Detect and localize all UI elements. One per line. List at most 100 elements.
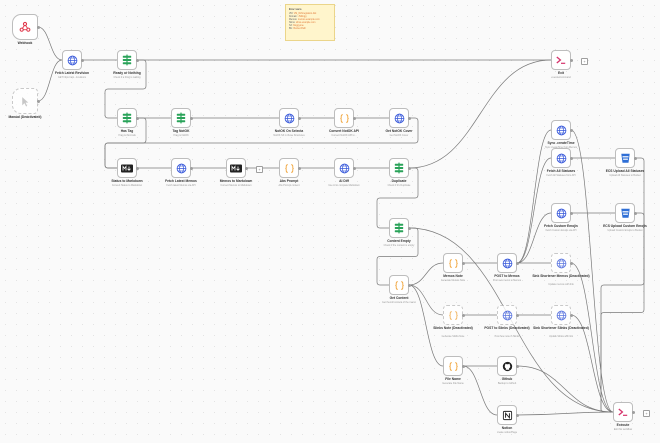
output-handle[interactable]: [407, 283, 411, 287]
output-handle[interactable]: [461, 364, 465, 368]
node-ai-diff[interactable]: [334, 158, 354, 178]
output-handle[interactable]: [135, 58, 139, 62]
node-label: Fetch Latest Revision: [54, 71, 90, 75]
output-handle[interactable]: [297, 166, 301, 170]
globe-icon: [502, 310, 513, 321]
node-fetch-memos[interactable]: [171, 158, 191, 178]
output-handle[interactable]: [569, 211, 573, 215]
output-handle[interactable]: [407, 226, 411, 230]
node-label: ECS Upload Custom Emojis: [603, 224, 647, 228]
output-handle[interactable]: [407, 116, 411, 120]
node-get-content[interactable]: [389, 275, 409, 295]
node-webhook[interactable]: [12, 14, 38, 40]
output-handle[interactable]: [515, 413, 519, 417]
node-subtitle: GET https://api.../revisions: [58, 75, 86, 79]
output-handle[interactable]: [189, 166, 193, 170]
node-tag-notion[interactable]: [171, 108, 191, 128]
env-sticky-note[interactable]: Env vars VM: VM_ID/integration-link Doma…: [285, 4, 335, 41]
globe-icon: [556, 125, 567, 136]
node-label: Get Content: [389, 296, 409, 300]
output-handle[interactable]: [36, 99, 40, 103]
output-handle[interactable]: [297, 116, 301, 120]
node-s3-custom[interactable]: [615, 203, 635, 223]
node-label: Github: [501, 377, 513, 381]
connection-edge: [516, 129, 552, 264]
node-post-slinks[interactable]: [497, 305, 517, 325]
node-label: Sink Shortener Slinks (Deactivated): [533, 326, 589, 330]
node-label: Memos Note: [443, 274, 463, 278]
code-icon: [284, 163, 295, 174]
notion-icon: [502, 410, 513, 421]
node-github[interactable]: [497, 356, 517, 376]
output-handle[interactable]: [36, 25, 40, 29]
globe-icon: [556, 208, 567, 219]
node-subtitle: If tag is #to-book: [118, 133, 136, 137]
add-node-button[interactable]: +: [256, 165, 263, 173]
node-fetch-latest[interactable]: [62, 50, 82, 70]
node-label: Sink Shortener Memos (Deactivated): [532, 274, 590, 278]
output-handle[interactable]: [515, 261, 519, 265]
node-slinks-note[interactable]: [443, 305, 463, 325]
output-handle[interactable]: [569, 58, 573, 62]
output-handle[interactable]: [631, 410, 635, 414]
connection-edge: [516, 157, 552, 264]
node-exit[interactable]: [551, 50, 571, 70]
node-abs-prompt[interactable]: [279, 158, 299, 178]
output-handle[interactable]: [569, 261, 573, 265]
node-notion[interactable]: [497, 405, 517, 425]
sticky-line: BU: Bucket Path: [289, 27, 306, 30]
output-handle[interactable]: [461, 313, 465, 317]
node-sink-memos[interactable]: [551, 253, 571, 273]
node-post-memos[interactable]: [497, 253, 517, 273]
output-handle[interactable]: [352, 116, 356, 120]
node-sync-create[interactable]: [551, 120, 571, 140]
node-subtitle: Get NotOK Cover: [389, 133, 409, 137]
node-content-empty[interactable]: [389, 218, 409, 238]
node-subtitle: executeCommand: [551, 75, 571, 79]
sticky-line: Domain: JSRogg: [289, 15, 307, 18]
output-handle[interactable]: [135, 166, 139, 170]
connection-edge: [516, 212, 552, 264]
output-handle[interactable]: [633, 211, 637, 215]
output-handle[interactable]: [135, 116, 139, 120]
node-memos-md[interactable]: [226, 158, 246, 178]
connection-edge: [37, 26, 63, 61]
connection-edge: [570, 129, 614, 413]
output-handle[interactable]: [569, 313, 573, 317]
add-node-button[interactable]: +: [643, 409, 650, 417]
node-duplicate[interactable]: [389, 158, 409, 178]
output-handle[interactable]: [569, 156, 573, 160]
output-handle[interactable]: [461, 261, 465, 265]
node-label: Memos to Markdown: [219, 179, 253, 183]
node-file-name[interactable]: [443, 356, 463, 376]
output-handle[interactable]: [515, 313, 519, 317]
node-label: Get NotOK Cover: [385, 129, 413, 133]
output-handle[interactable]: [189, 116, 193, 120]
node-ready[interactable]: [117, 50, 137, 70]
node-sink-slinks[interactable]: [551, 305, 571, 325]
node-subtitle: Sync createTime from Memos: [545, 145, 577, 149]
node-get-notok[interactable]: [389, 108, 409, 128]
output-handle[interactable]: [352, 166, 356, 170]
node-convert-notok[interactable]: [334, 108, 354, 128]
output-handle[interactable]: [633, 156, 637, 160]
node-manual[interactable]: [12, 88, 38, 114]
node-execute[interactable]: [613, 402, 633, 422]
node-subtitle: Update memos with link: [548, 282, 574, 286]
node-status-md[interactable]: [117, 158, 137, 178]
node-has-tag[interactable]: [117, 108, 137, 128]
output-handle[interactable]: [407, 166, 411, 170]
node-fetch-all[interactable]: [551, 148, 571, 168]
globe-icon: [556, 153, 567, 164]
add-node-button[interactable]: +: [581, 57, 588, 65]
code-icon: [448, 361, 459, 372]
node-s3-all[interactable]: [615, 148, 635, 168]
node-memos-note[interactable]: [443, 253, 463, 273]
node-notok-on-s[interactable]: [279, 108, 299, 128]
output-handle[interactable]: [244, 166, 248, 170]
output-handle[interactable]: [515, 364, 519, 368]
switch-icon: [393, 162, 405, 174]
node-fetch-custom[interactable]: [551, 203, 571, 223]
output-handle[interactable]: [569, 128, 573, 132]
output-handle[interactable]: [80, 58, 84, 62]
